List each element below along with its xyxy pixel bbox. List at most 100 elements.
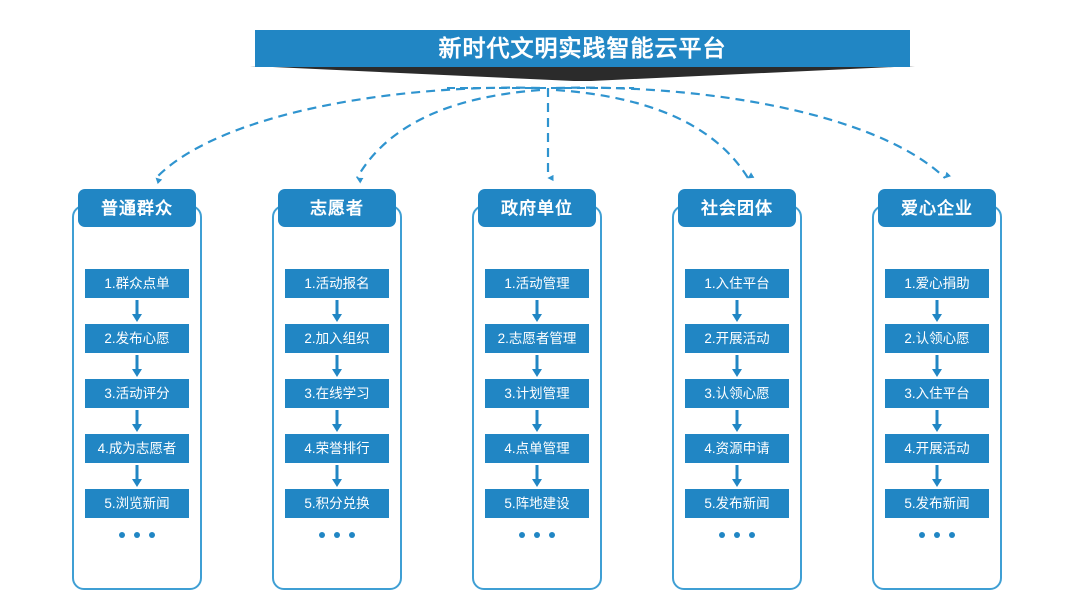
item-box[interactable]: 1.爱心捐助 (885, 269, 989, 298)
arrow-down-icon (732, 465, 742, 487)
column-items-5: 1.爱心捐助 2.认领心愿 3.入住平台 4.开展活动 5.发布新闻 (885, 269, 989, 538)
item-box[interactable]: 3.计划管理 (485, 379, 589, 408)
item-box[interactable]: 1.活动管理 (485, 269, 589, 298)
more-items-ellipsis[interactable] (519, 532, 555, 538)
item-label: 5.发布新闻 (904, 495, 970, 511)
column-header-label: 爱心企业 (901, 198, 973, 218)
item-box[interactable]: 5.发布新闻 (685, 489, 789, 518)
item-box[interactable]: 5.积分兑换 (285, 489, 389, 518)
connector-to-column-1 (155, 86, 541, 185)
column-header-2[interactable]: 志愿者 (278, 189, 396, 227)
item-label: 2.发布心愿 (104, 330, 170, 346)
column-items-3: 1.活动管理 2.志愿者管理 3.计划管理 4.点单管理 5.阵地建设 (485, 269, 589, 538)
item-box[interactable]: 2.加入组织 (285, 324, 389, 353)
item-label: 1.入住平台 (704, 275, 770, 291)
arrow-down-icon (932, 465, 942, 487)
ellipsis-dot (119, 532, 125, 538)
more-items-ellipsis[interactable] (319, 532, 355, 538)
arrow-down-icon (532, 410, 542, 432)
item-box[interactable]: 4.资源申请 (685, 434, 789, 463)
ellipsis-dot (134, 532, 140, 538)
item-label: 1.活动报名 (304, 275, 370, 291)
arrow-down-icon (932, 355, 942, 377)
arrow-down-icon (332, 465, 342, 487)
column-普通群众[interactable]: 普通群众 1.群众点单 2.发布心愿 3.活动评分 4.成为志愿者 5.浏览新闻 (72, 189, 202, 590)
item-label: 5.发布新闻 (704, 495, 770, 511)
ellipsis-dot (334, 532, 340, 538)
arrow-down-icon (132, 465, 142, 487)
item-box[interactable]: 4.成为志愿者 (85, 434, 189, 463)
arrow-down-icon (132, 355, 142, 377)
ellipsis-dot (534, 532, 540, 538)
platform-title-banner: 新时代文明实践智能云平台 (255, 30, 910, 67)
item-box[interactable]: 2.志愿者管理 (485, 324, 589, 353)
item-box[interactable]: 1.入住平台 (685, 269, 789, 298)
column-政府单位[interactable]: 政府单位 1.活动管理 2.志愿者管理 3.计划管理 4.点单管理 5.阵地建设 (472, 189, 602, 590)
arrow-down-icon (932, 410, 942, 432)
column-志愿者[interactable]: 志愿者 1.活动报名 2.加入组织 3.在线学习 4.荣誉排行 5.积分兑换 (272, 189, 402, 590)
column-爱心企业[interactable]: 爱心企业 1.爱心捐助 2.认领心愿 3.入住平台 4.开展活动 5.发布新闻 (872, 189, 1002, 590)
item-box[interactable]: 5.浏览新闻 (85, 489, 189, 518)
ellipsis-dot (349, 532, 355, 538)
item-box[interactable]: 3.在线学习 (285, 379, 389, 408)
column-header-1[interactable]: 普通群众 (78, 189, 196, 227)
item-label: 5.浏览新闻 (104, 495, 170, 511)
item-label: 3.认领心愿 (704, 385, 770, 401)
ellipsis-dot (519, 532, 525, 538)
more-items-ellipsis[interactable] (119, 532, 155, 538)
item-label: 1.活动管理 (504, 275, 570, 291)
item-box[interactable]: 4.荣誉排行 (285, 434, 389, 463)
column-header-4[interactable]: 社会团体 (678, 189, 796, 227)
item-label: 4.荣誉排行 (304, 440, 370, 456)
arrow-down-icon (732, 355, 742, 377)
column-header-label: 普通群众 (101, 198, 173, 218)
item-label: 4.点单管理 (504, 440, 570, 456)
column-items-4: 1.入住平台 2.开展活动 3.认领心愿 4.资源申请 5.发布新闻 (685, 269, 789, 538)
ellipsis-dot (949, 532, 955, 538)
item-label: 3.入住平台 (904, 385, 970, 401)
column-header-3[interactable]: 政府单位 (478, 189, 596, 227)
item-label: 1.群众点单 (104, 275, 170, 291)
item-box[interactable]: 5.阵地建设 (485, 489, 589, 518)
item-label: 2.加入组织 (304, 330, 370, 346)
arrow-down-icon (532, 355, 542, 377)
item-box[interactable]: 4.点单管理 (485, 434, 589, 463)
item-box[interactable]: 2.发布心愿 (85, 324, 189, 353)
ellipsis-dot (549, 532, 555, 538)
item-box[interactable]: 4.开展活动 (885, 434, 989, 463)
item-label: 3.活动评分 (104, 385, 170, 401)
arrow-down-icon (932, 300, 942, 322)
item-box[interactable]: 3.入住平台 (885, 379, 989, 408)
column-header-label: 志愿者 (310, 198, 364, 218)
column-header-5[interactable]: 爱心企业 (878, 189, 996, 227)
column-items-2: 1.活动报名 2.加入组织 3.在线学习 4.荣誉排行 5.积分兑换 (285, 269, 389, 538)
ellipsis-dot (919, 532, 925, 538)
connector-to-column-4 (555, 88, 755, 179)
item-box[interactable]: 2.开展活动 (685, 324, 789, 353)
item-label: 5.阵地建设 (504, 495, 570, 511)
item-box[interactable]: 2.认领心愿 (885, 324, 989, 353)
item-label: 4.资源申请 (704, 440, 770, 456)
more-items-ellipsis[interactable] (719, 532, 755, 538)
item-box[interactable]: 3.活动评分 (85, 379, 189, 408)
item-box[interactable]: 3.认领心愿 (685, 379, 789, 408)
arrow-down-icon (732, 410, 742, 432)
column-社会团体[interactable]: 社会团体 1.入住平台 2.开展活动 3.认领心愿 4.资源申请 5.发布新闻 (672, 189, 802, 590)
ellipsis-dot (734, 532, 740, 538)
item-box[interactable]: 1.活动报名 (285, 269, 389, 298)
item-label: 3.在线学习 (304, 385, 370, 401)
item-label: 4.开展活动 (904, 440, 970, 456)
item-box[interactable]: 1.群众点单 (85, 269, 189, 298)
item-box[interactable]: 5.发布新闻 (885, 489, 989, 518)
page-title: 新时代文明实践智能云平台 (438, 35, 727, 61)
arrow-down-icon (332, 300, 342, 322)
ellipsis-dot (934, 532, 940, 538)
more-items-ellipsis[interactable] (919, 532, 955, 538)
arrow-down-icon (132, 410, 142, 432)
arrow-down-icon (332, 410, 342, 432)
arrow-down-icon (532, 300, 542, 322)
item-label: 1.爱心捐助 (904, 275, 970, 291)
banner-ribbon (250, 66, 915, 81)
item-label: 4.成为志愿者 (97, 440, 177, 456)
